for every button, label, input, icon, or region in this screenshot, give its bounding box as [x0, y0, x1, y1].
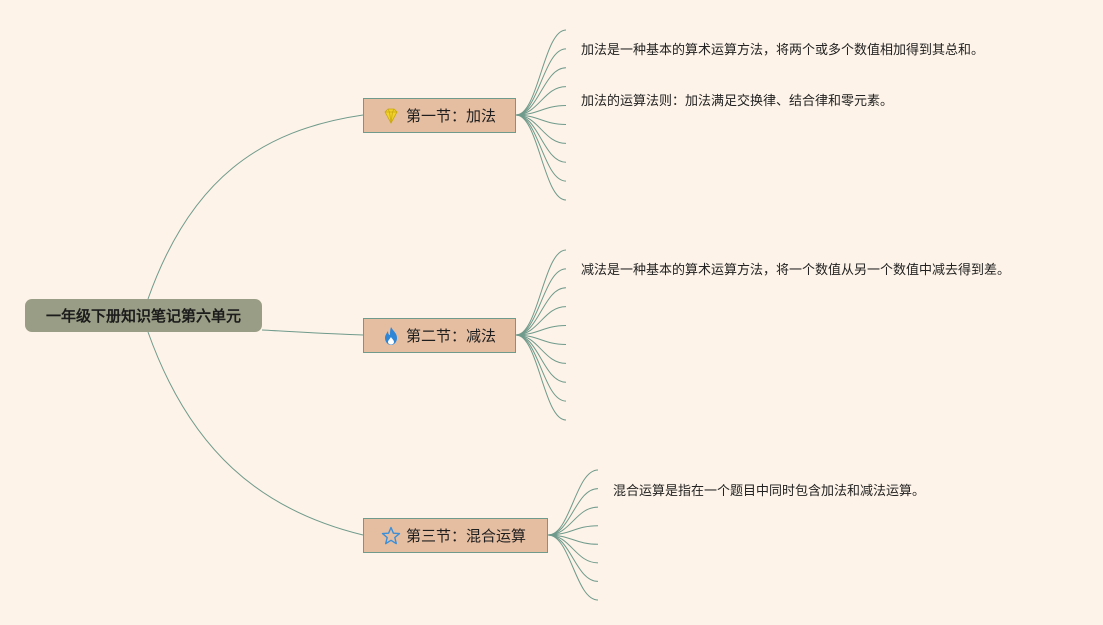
fan-line: [515, 249, 567, 336]
fan-line: [515, 334, 567, 383]
fan-line: [515, 287, 567, 336]
fire-icon: [381, 326, 401, 346]
topic-section-2[interactable]: 第二节：减法: [363, 318, 516, 353]
topic-section-1-label: 第一节：加法: [406, 107, 497, 125]
fan-line: [547, 534, 599, 582]
root-link-section-2: [261, 329, 364, 336]
fan-line: [515, 105, 567, 116]
fan-line: [515, 268, 567, 336]
topic-section-3-label: 第三节：混合运算: [406, 527, 527, 545]
fan-lines-section-2: [515, 249, 567, 421]
fan-line: [515, 48, 567, 116]
note-section-1-2[interactable]: 加法的运算法则：加法满足交换律、结合律和零元素。: [581, 94, 894, 109]
fan-line: [515, 334, 567, 402]
topic-section-2-label: 第二节：减法: [406, 327, 497, 345]
diamond-icon: [381, 106, 401, 126]
fan-line: [515, 114, 567, 201]
fan-line: [515, 306, 567, 336]
fan-line: [515, 334, 567, 421]
fan-line: [515, 67, 567, 116]
fan-line: [515, 29, 567, 116]
note-section-2-1[interactable]: 减法是一种基本的算术运算方法，将一个数值从另一个数值中减去得到差。: [581, 263, 1011, 278]
root-link-section-3: [147, 331, 364, 536]
fan-line: [547, 506, 599, 536]
fan-line: [515, 114, 567, 163]
fan-line: [515, 114, 567, 182]
topic-section-3[interactable]: 第三节：混合运算: [363, 518, 548, 553]
fan-line: [547, 488, 599, 536]
fan-line: [515, 325, 567, 336]
root-link-section-1: [147, 114, 364, 300]
root-topic-label: 一年级下册知识笔记第六单元: [45, 307, 241, 325]
star-icon: [381, 526, 401, 546]
fan-line: [515, 86, 567, 116]
topic-section-1[interactable]: 第一节：加法: [363, 98, 516, 133]
root-topic[interactable]: 一年级下册知识笔记第六单元: [25, 299, 262, 332]
fan-lines-section-1: [515, 29, 567, 201]
fan-lines-section-3: [547, 469, 599, 601]
note-section-3-1[interactable]: 混合运算是指在一个题目中同时包含加法和减法运算。: [613, 484, 926, 499]
note-section-1-1[interactable]: 加法是一种基本的算术运算方法，将两个或多个数值相加得到其总和。: [581, 43, 985, 58]
fan-line: [547, 469, 599, 536]
fan-line: [547, 534, 599, 601]
